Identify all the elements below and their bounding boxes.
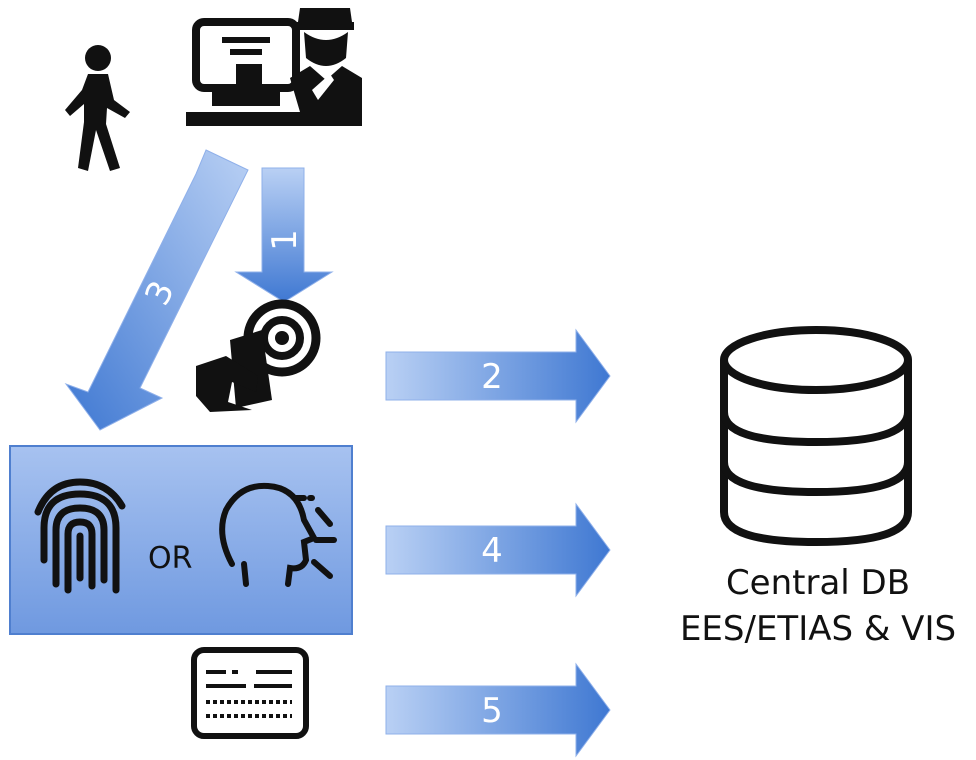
database-label-line1: Central DB [725,563,911,603]
database-label-line2: EES/ETIAS & VIS [679,609,957,649]
step-number-1: 1 [265,229,305,251]
border-guard-desk-icon [186,8,362,126]
arrow-step-4 [385,502,611,598]
or-label: OR [148,541,192,576]
database-label: Central DB EES/ETIAS & VIS [660,560,976,652]
database-icon [720,326,912,547]
biometric-box [9,445,353,635]
fingerprint-icon [34,478,126,594]
document-scan-icon [196,299,321,412]
arrow-step-5 [385,662,611,758]
arrow-step-3 [64,149,249,431]
arrow-step-1 [234,167,334,303]
passport-document-icon [191,647,309,739]
step-number-4: 4 [481,531,503,571]
face-recognition-icon [219,482,337,587]
arrow-step-2 [385,328,611,424]
step-number-2: 2 [481,357,503,397]
step-number-5: 5 [481,691,503,731]
traveller-icon [65,45,130,171]
